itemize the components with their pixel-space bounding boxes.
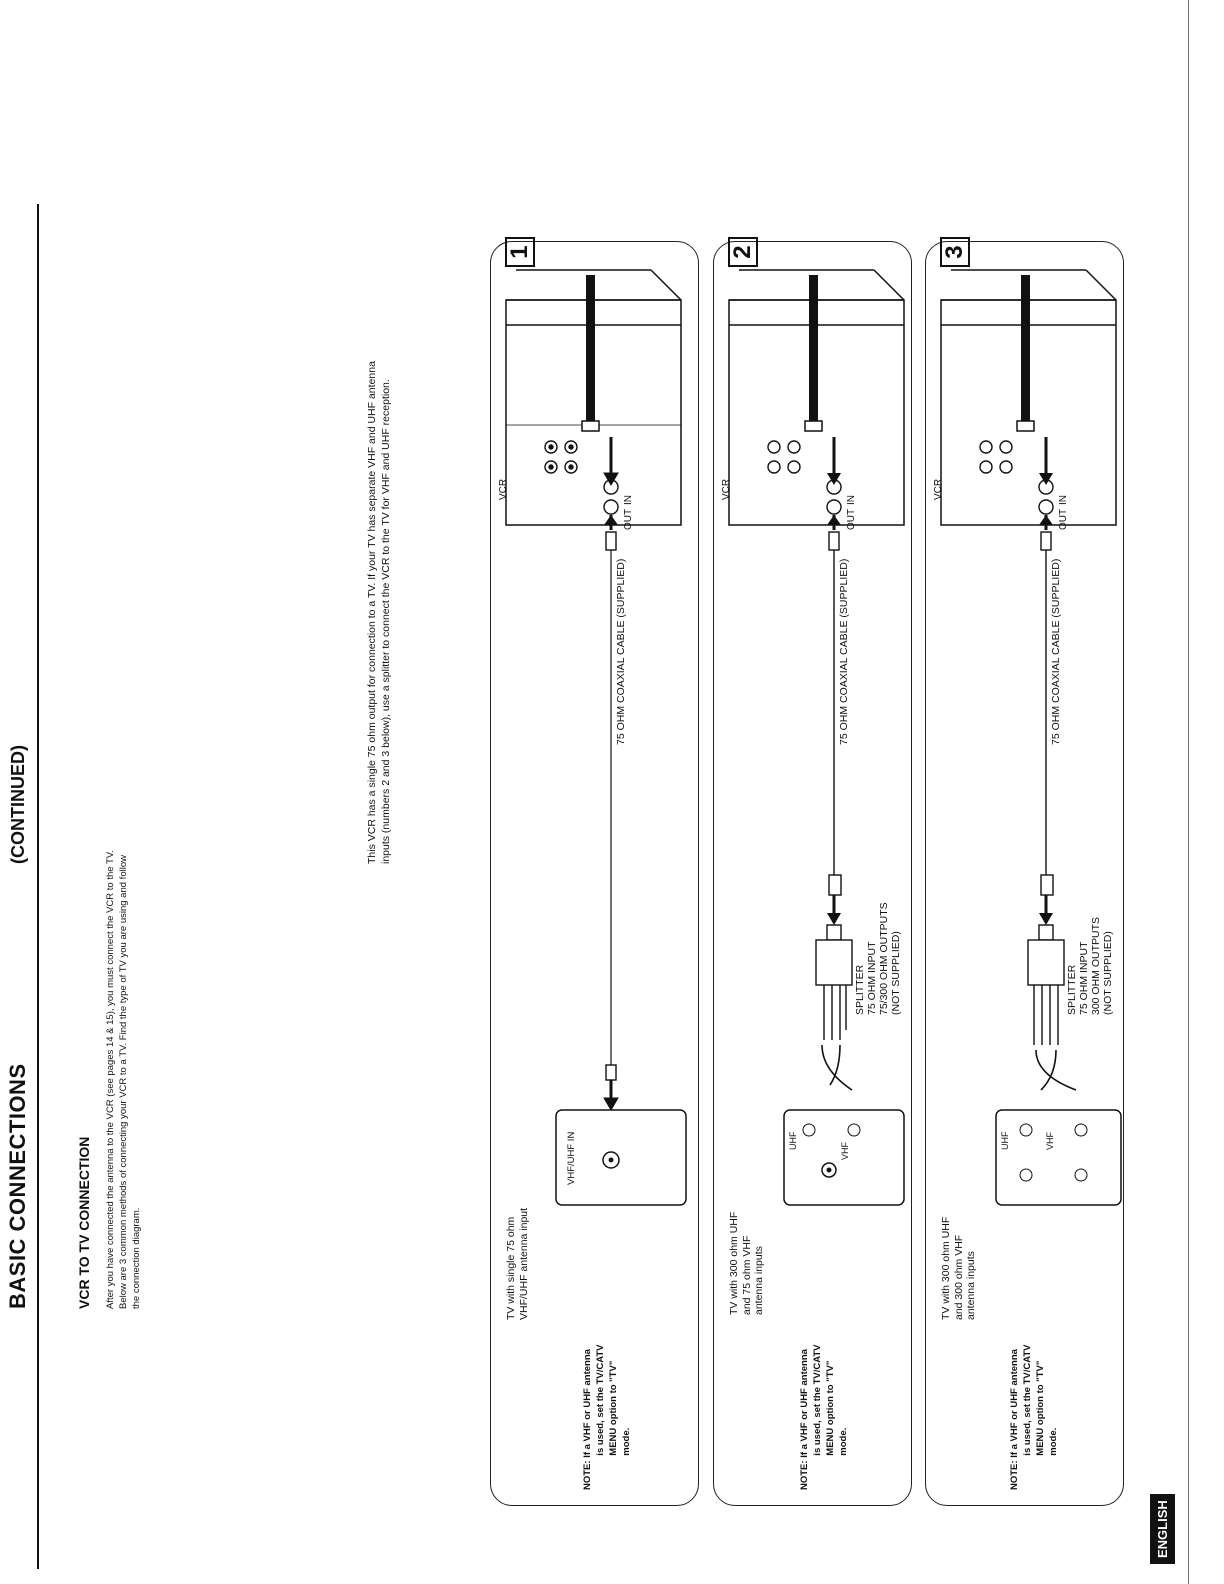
antenna-cable: [1021, 275, 1030, 425]
arrow-to-tv: [603, 1080, 619, 1111]
out-label: OUT: [846, 508, 857, 530]
panel-2: 2: [713, 237, 912, 1506]
in-label: IN: [846, 495, 857, 505]
panel-3: 3: [925, 237, 1124, 1506]
intro-line-1: After you have connected the antenna to …: [105, 850, 116, 1309]
coax-cable: [828, 531, 842, 896]
antenna-cable: [586, 275, 595, 425]
tv-panel: [555, 1109, 687, 1206]
panel-note: NOTE: If a VHF or UHF antenna is used, s…: [799, 1344, 849, 1490]
panel-note: NOTE: If a VHF or UHF antenna is used, s…: [1009, 1344, 1059, 1490]
connection-diagram-3: [940, 269, 1122, 1206]
out-label: OUT: [1058, 508, 1069, 530]
vcr-jacks: [544, 440, 619, 515]
vcr-jacks: [979, 440, 1054, 515]
splitter-label: SPLITTER 75 OHM INPUT 75/300 OHM OUTPUTS…: [854, 902, 902, 1015]
continued-label: (CONTINUED): [8, 745, 28, 864]
uhf-label: UHF: [788, 1131, 798, 1151]
header-rule: [37, 204, 39, 1569]
panel-1: 1: [490, 237, 699, 1506]
bottom-rule: [1188, 0, 1189, 1584]
out-label: OUT: [623, 508, 634, 530]
tv-description: TV with 300 ohm UHF and 75 ohm VHF anten…: [728, 1211, 765, 1315]
vhf-label: VHF: [1045, 1132, 1055, 1150]
cable-label: 75 OHM COAXIAL CABLE (SUPPLIED): [838, 558, 850, 745]
in-label: IN: [623, 495, 634, 505]
section-heading: VCR TO TV CONNECTION: [76, 1136, 92, 1309]
coax-cable: [1040, 531, 1054, 896]
tv-description: TV with single 75 ohm VHF/UHF antenna in…: [505, 1207, 530, 1320]
side-note-line-1: This VCR has a single 75 ohm output for …: [366, 361, 378, 864]
antenna-cable: [809, 275, 818, 425]
intro-line-3: the connection diagram.: [131, 1207, 142, 1309]
connection-diagram-1: [505, 269, 687, 1206]
language-tab: ENGLISH: [1150, 1494, 1175, 1564]
splitter: [1027, 924, 1065, 1045]
panel-note: NOTE: If a VHF or UHF antenna is used, s…: [582, 1344, 632, 1490]
vcr-label: VCR: [721, 478, 732, 500]
vcr-label: VCR: [498, 478, 509, 500]
splitter: [815, 924, 853, 1040]
in-label: IN: [1058, 495, 1069, 505]
intro-line-2: Below are 3 common methods of connecting…: [118, 855, 129, 1309]
tv-description: TV with 300 ohm UHF and 300 ohm VHF ante…: [940, 1216, 977, 1320]
vhf-uhf-in-label: VHF/UHF IN: [566, 1131, 577, 1185]
vhf-label: VHF: [840, 1142, 850, 1160]
intro-text: After you have connected the antenna to …: [104, 729, 143, 1309]
uhf-label: UHF: [1000, 1131, 1010, 1151]
side-note: This VCR has a single 75 ohm output for …: [366, 224, 393, 864]
vcr-jacks: [767, 440, 842, 515]
cable-label: 75 OHM COAXIAL CABLE (SUPPLIED): [1050, 558, 1062, 745]
cable-label: 75 OHM COAXIAL CABLE (SUPPLIED): [615, 558, 627, 745]
vcr-label: VCR: [933, 478, 944, 500]
side-note-line-2: inputs (numbers 2 and 3 below), use a sp…: [379, 379, 392, 864]
connection-diagram-2: [728, 269, 905, 1206]
splitter-label: SPLITTER 75 OHM INPUT 300 OHM OUTPUTS (N…: [1066, 916, 1114, 1015]
page-title: BASIC CONNECTIONS: [5, 1063, 30, 1309]
arrow-antenna-to-in: [603, 437, 619, 486]
coax-cable: [605, 531, 617, 1081]
tv-panel: [995, 1109, 1122, 1206]
